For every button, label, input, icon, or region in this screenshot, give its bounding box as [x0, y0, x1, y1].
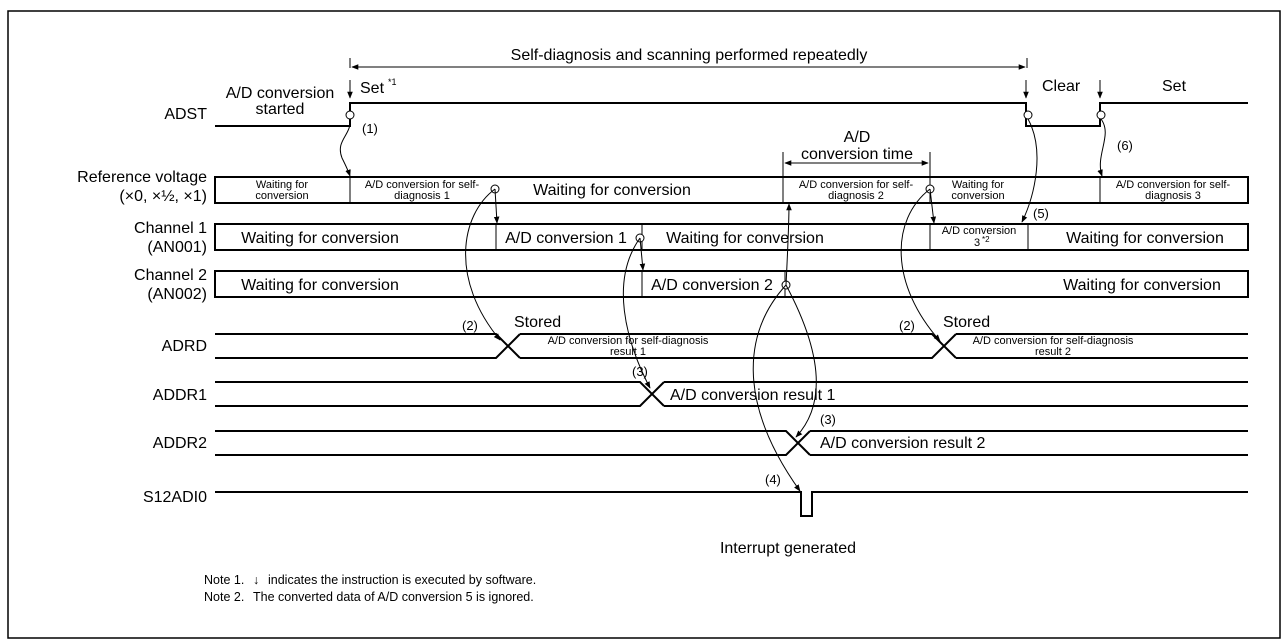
- adst-set1-note: *1: [388, 77, 397, 87]
- note2-text: The converted data of A/D conversion 5 i…: [253, 590, 534, 604]
- adst-set2: Set: [1162, 78, 1187, 95]
- ch2-wait1: Waiting for conversion: [241, 277, 399, 294]
- signal-adrd: ADRD: [162, 338, 207, 355]
- addr1-result: A/D conversion result 1: [670, 387, 836, 404]
- addr2-result: A/D conversion result 2: [820, 435, 986, 452]
- repeat-label: Self-diagnosis and scanning performed re…: [511, 47, 868, 64]
- marker-1: (1): [362, 121, 378, 136]
- ch1-row: Waiting for conversion A/D conversion 1 …: [214, 206, 1249, 251]
- adrd-result2-line1: A/D conversion for self-diagnosis: [973, 335, 1134, 347]
- note1-text: indicates the instruction is executed by…: [268, 573, 536, 587]
- signal-ref-line2: (×0, ×½, ×1): [119, 188, 207, 205]
- marker-6: (6): [1117, 138, 1133, 153]
- ch1-conv3-line1: A/D conversion: [942, 225, 1017, 237]
- ref-wait3-line2: conversion: [951, 190, 1004, 202]
- ref-wait1-line2: conversion: [255, 190, 308, 202]
- ref-diag1-line2: diagnosis 1: [394, 190, 450, 202]
- ch1-wait3: Waiting for conversion: [1066, 230, 1224, 247]
- ref-diag2-line1: A/D conversion for self-: [799, 179, 914, 191]
- signal-addr1: ADDR1: [153, 387, 207, 404]
- ch1-wait2: Waiting for conversion: [666, 230, 824, 247]
- adst-started-line2: started: [256, 101, 305, 118]
- adrd-bus: Stored A/D conversion for self-diagnosis…: [215, 314, 1248, 359]
- adc-time-span: A/D conversion time: [782, 129, 931, 176]
- adst-clear: Clear: [1042, 78, 1081, 95]
- marker-5: (5): [1033, 206, 1049, 221]
- adrd-stored1: Stored: [514, 314, 561, 331]
- adrd-result1-line1: A/D conversion for self-diagnosis: [548, 335, 709, 347]
- adrd-stored2: Stored: [943, 314, 990, 331]
- ref-diag2-line2: diagnosis 2: [828, 190, 884, 202]
- ch2-wait2: Waiting for conversion: [1063, 277, 1221, 294]
- signal-ch2-line1: Channel 2: [134, 267, 207, 284]
- adst-set1: Set: [360, 80, 385, 97]
- signal-adst: ADST: [164, 106, 207, 123]
- addr2-bus: A/D conversion result 2 (3): [215, 412, 1248, 456]
- ref-wait2: Waiting for conversion: [533, 182, 691, 199]
- signal-s12adi0: S12ADI0: [143, 489, 207, 506]
- adrd-result2-line2: result 2: [1035, 346, 1071, 358]
- note1-label: Note 1.: [204, 573, 244, 587]
- adst-waveform: A/D conversion started Set *1 Clear Set …: [215, 77, 1248, 153]
- marker-2a: (2): [462, 318, 478, 333]
- marker-3b: (3): [820, 412, 836, 427]
- frame: [7, 10, 1281, 639]
- ref-diag3-line2: diagnosis 3: [1145, 190, 1201, 202]
- repeat-span: Self-diagnosis and scanning performed re…: [349, 47, 1028, 70]
- ch1-conv3-line2: 3: [974, 237, 980, 249]
- interrupt-label: Interrupt generated: [720, 540, 856, 557]
- signal-ref-line1: Reference voltage: [77, 169, 207, 186]
- signal-ch2-line2: (AN002): [147, 286, 207, 303]
- causal-arrows: [339, 118, 1106, 492]
- adc-time-line2: conversion time: [801, 146, 913, 163]
- ref-row: Waiting for conversion A/D conversion fo…: [214, 176, 1249, 204]
- signal-ch1-line2: (AN001): [147, 239, 207, 256]
- ref-wait1-line1: Waiting for: [256, 179, 309, 191]
- addr1-bus: A/D conversion result 1 (3): [215, 364, 1248, 407]
- ref-diag1-line1: A/D conversion for self-: [365, 179, 480, 191]
- ch1-conv3-note: *2: [982, 235, 990, 244]
- marker-2b: (2): [899, 318, 915, 333]
- ch2-conv2: A/D conversion 2: [651, 277, 773, 294]
- note2-label: Note 2.: [204, 590, 244, 604]
- ref-wait3-line1: Waiting for: [952, 179, 1005, 191]
- ch1-wait1: Waiting for conversion: [241, 230, 399, 247]
- signal-ch1-line1: Channel 1: [134, 220, 207, 237]
- s12adi0-waveform: (4) Interrupt generated: [215, 472, 1248, 557]
- marker-4: (4): [765, 472, 781, 487]
- ch1-conv1: A/D conversion 1: [505, 230, 627, 247]
- adc-time-line1: A/D: [844, 129, 871, 146]
- adrd-result1-line2: result 1: [610, 346, 646, 358]
- adst-started-line1: A/D conversion: [226, 85, 335, 102]
- signal-addr2: ADDR2: [153, 435, 207, 452]
- ref-diag3-line1: A/D conversion for self-: [1116, 179, 1231, 191]
- ch2-row: Waiting for conversion A/D conversion 2 …: [214, 270, 1249, 298]
- note1-arrow-icon: ↓: [253, 573, 259, 587]
- notes: Note 1. ↓ indicates the instruction is e…: [204, 573, 536, 604]
